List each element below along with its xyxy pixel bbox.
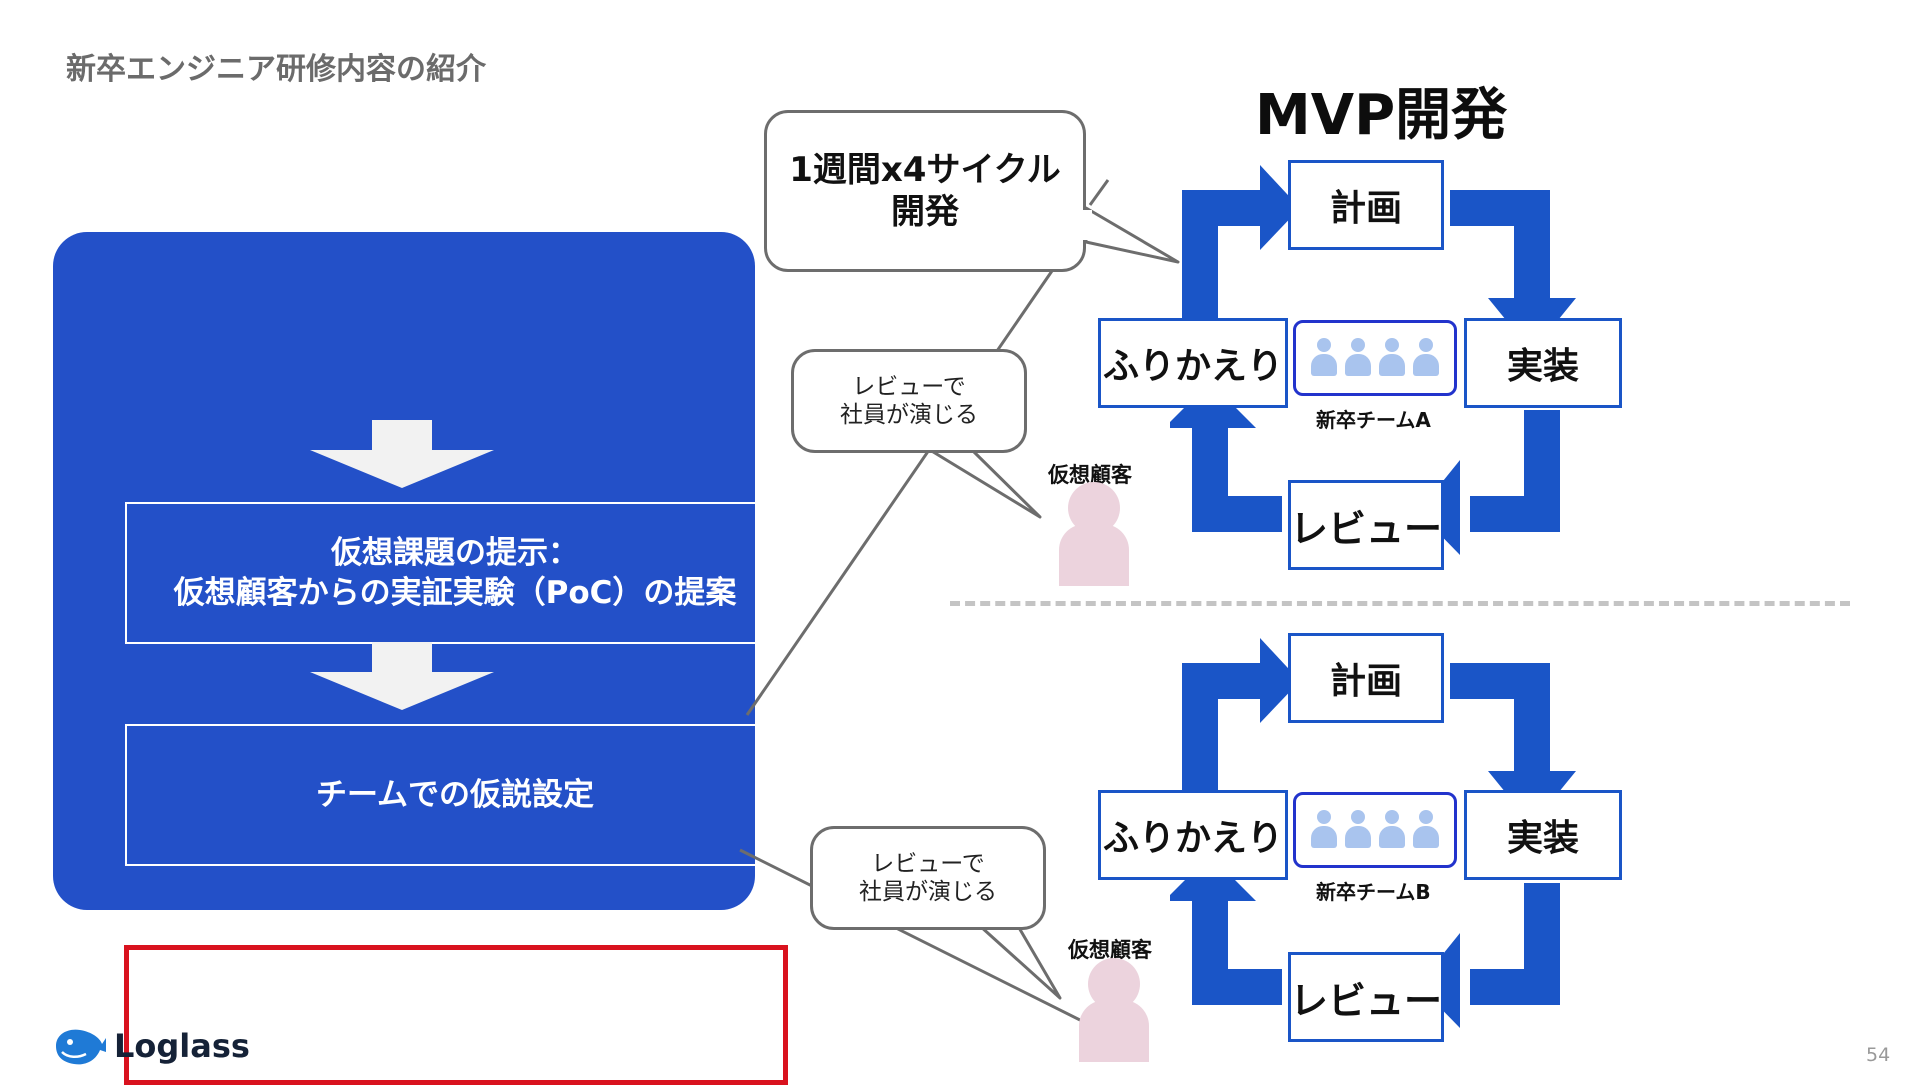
cycle-a-plan-node: 計画 (1288, 160, 1444, 250)
person-icon (1379, 810, 1405, 850)
team-a-box (1293, 320, 1457, 396)
training-steps-panel: 仮想課題の提示： 仮想顧客からの実証実験（PoC）の提案 チームでの仮説設定 M… (53, 232, 788, 1085)
cycle-callout: 1週間x4サイクル 開発 (764, 110, 1086, 272)
review-callout-a-line2: 社員が演じる (840, 402, 978, 428)
logo: Loglass (52, 1024, 250, 1068)
step-virtual-task-line2: 仮想顧客からの実証実験（PoC）の提案 (173, 575, 737, 611)
down-arrow-icon (310, 642, 494, 710)
person-icon (1345, 810, 1371, 850)
person-icon (1345, 338, 1371, 378)
review-callout-b-line1: レビューで (871, 851, 985, 877)
step-mvp-line2: 顧客価値を提供できる最小限開発 (223, 1017, 689, 1053)
section-divider (950, 601, 1850, 606)
logo-text: Loglass (114, 1027, 250, 1065)
team-b-label: 新卒チームB (1316, 880, 1431, 904)
step-virtual-task: 仮想課題の提示： 仮想顧客からの実証実験（PoC）の提案 (125, 502, 785, 644)
person-icon (1379, 338, 1405, 378)
person-icon (1413, 810, 1439, 850)
step-mvp-development: Minimum Viable Product開発 顧客価値を提供できる最小限開発 (124, 945, 788, 1085)
step-mvp-line1: Minimum Viable Product開発 (210, 977, 702, 1013)
step-hypothesis-label: チームでの仮説設定 (315, 777, 595, 813)
step-hypothesis: チームでの仮説設定 (125, 724, 785, 866)
review-callout-b-line2: 社員が演じる (859, 879, 997, 905)
down-arrow-icon (310, 420, 494, 488)
mvp-title: MVP開発 (1255, 83, 1508, 148)
cycle-arrows-a (1170, 165, 1576, 555)
page-title: 新卒エンジニア研修内容の紹介 (66, 52, 486, 87)
cycle-callout-line1: 1週間x4サイクル (789, 150, 1061, 190)
customer-b-icon (1079, 958, 1149, 1062)
cycle-b-implement-node: 実装 (1464, 790, 1622, 880)
cycle-a-implement-node: 実装 (1464, 318, 1622, 408)
cycle-arrows-b (1170, 638, 1576, 1028)
team-a-label: 新卒チームA (1316, 408, 1431, 432)
callout-tail-join (1080, 210, 1092, 240)
cycle-callout-line2: 開発 (891, 192, 959, 232)
whale-logo-icon (56, 1029, 106, 1065)
review-callout-a-line1: レビューで (852, 374, 966, 400)
cycle-a-review-node: レビュー (1288, 480, 1444, 570)
cycle-b-review-node: レビュー (1288, 952, 1444, 1042)
cycle-b-retro-node: ふりかえり (1098, 790, 1288, 880)
cycle-a-retro-node: ふりかえり (1098, 318, 1288, 408)
step-virtual-task-line1: 仮想課題の提示： (331, 535, 579, 571)
team-b-box (1293, 792, 1457, 868)
person-icon (1311, 338, 1337, 378)
cycle-b-plan-node: 計画 (1288, 633, 1444, 723)
review-callout-b: レビューで 社員が演じる (810, 826, 1046, 930)
page-number: 54 (1866, 1044, 1891, 1066)
person-icon (1311, 810, 1337, 850)
customer-a-icon (1059, 482, 1129, 586)
person-icon (1413, 338, 1439, 378)
review-callout-a: レビューで 社員が演じる (791, 349, 1027, 453)
